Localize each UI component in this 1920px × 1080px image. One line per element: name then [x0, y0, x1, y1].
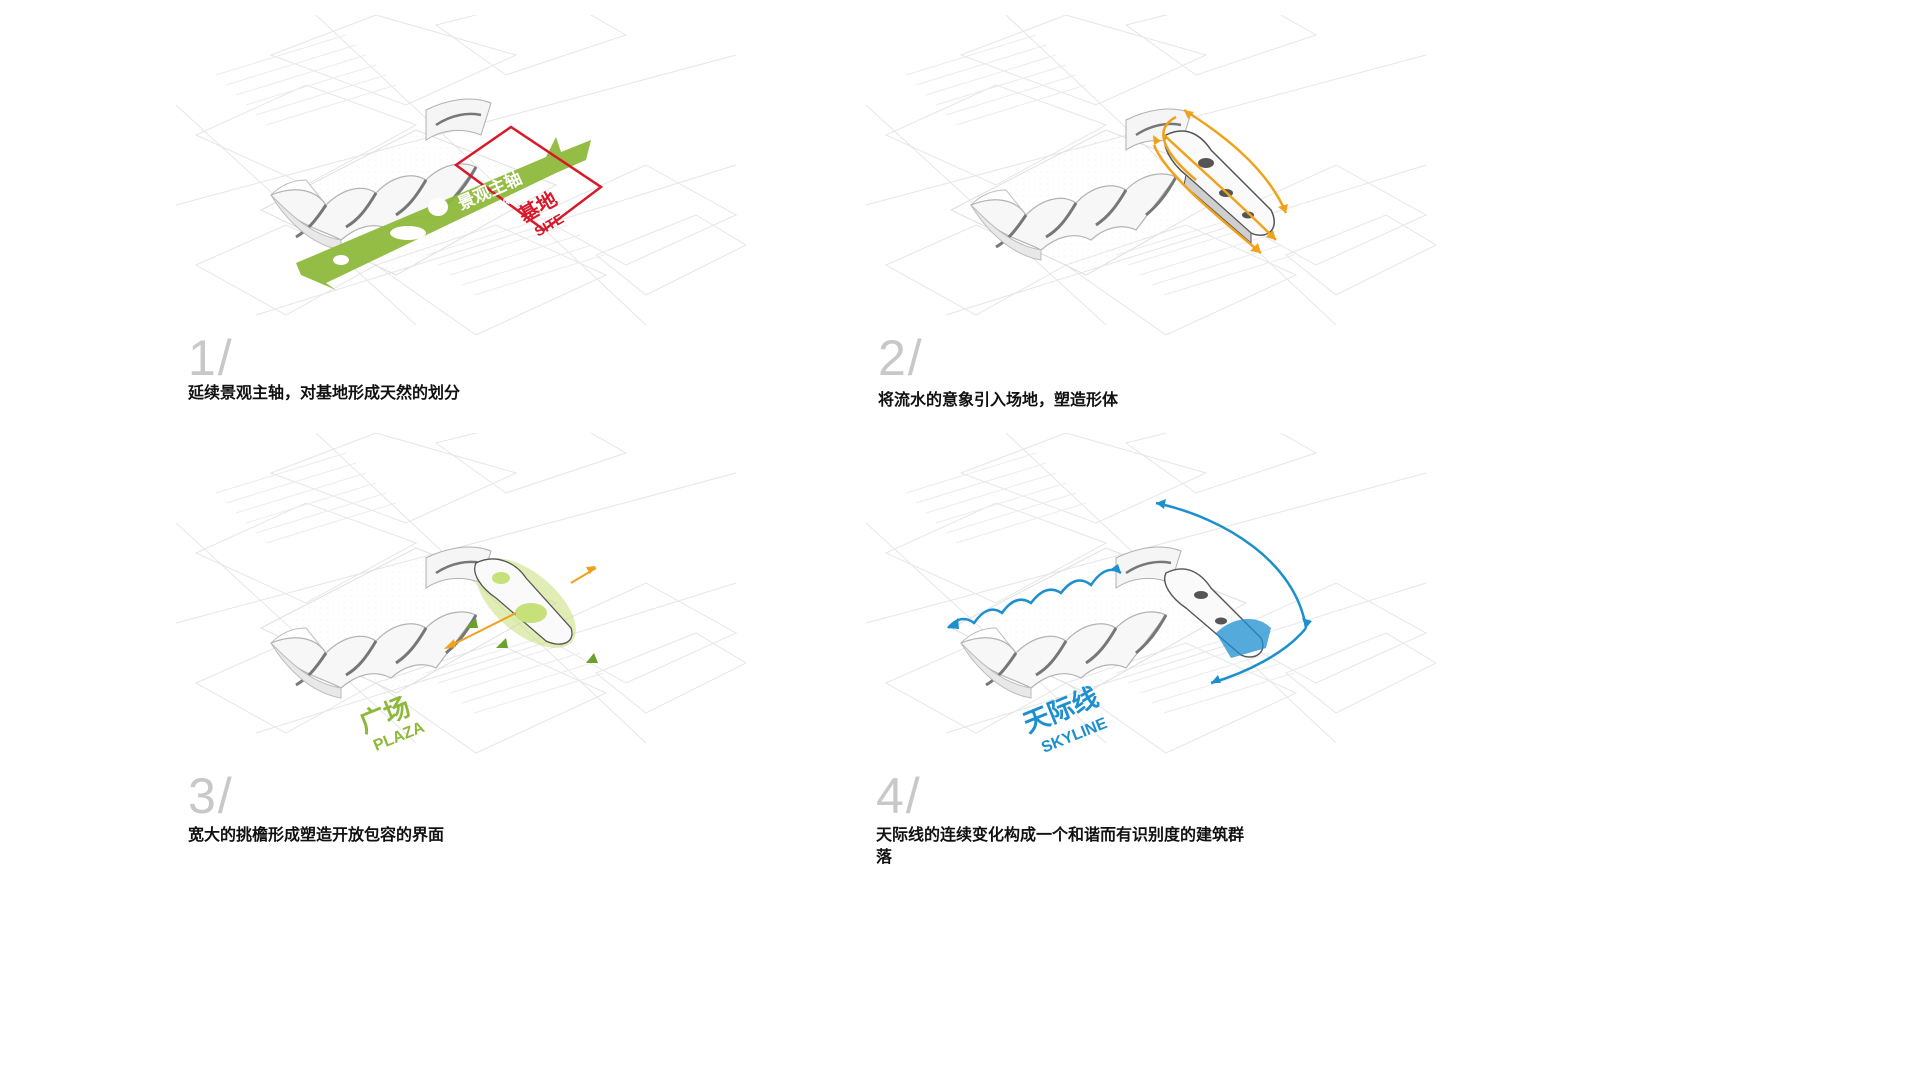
panel-number: 2/ — [878, 330, 924, 386]
site-outline — [453, 125, 604, 232]
panel-4: 天际线 SKYLINE 4/ 天际线的连续变化构成一个和谐而有识别度的建筑群 落 — [866, 433, 1436, 866]
panel-caption: 延续景观主轴，对基地形成天然的划分 — [188, 383, 461, 402]
diagram-3: 广场 PLAZA — [176, 433, 746, 755]
panel-2: 2/ 将流水的意象引入场地，塑造形体 — [866, 15, 1436, 410]
panel-3: 广场 PLAZA 3/ 宽大的挑檐形成塑造开放包容的界面 — [176, 433, 746, 844]
panel-number: 1/ — [188, 330, 234, 386]
diagram-4: 天际线 SKYLINE — [866, 433, 1436, 757]
diagram-1: 景观主轴 MAIN AXIS 基地 SITE — [176, 15, 746, 335]
skyline-tower — [1164, 568, 1271, 658]
skyline-arcs — [947, 501, 1308, 685]
main-axis-band — [296, 137, 591, 290]
diagram-2 — [866, 15, 1436, 335]
plaza-halo — [474, 558, 576, 648]
panel-1: 景观主轴 MAIN AXIS 基地 SITE 1/ 延续景观主轴，对基地形成天然… — [176, 15, 746, 410]
flow-building — [1164, 130, 1275, 245]
panel-number: 4/ — [876, 768, 922, 824]
plaza-arrows — [444, 566, 598, 663]
panel-caption: 将流水的意象引入场地，塑造形体 — [878, 390, 1119, 409]
panel-caption-line2: 落 — [876, 847, 893, 866]
panel-caption: 宽大的挑檐形成塑造开放包容的界面 — [188, 825, 445, 844]
panel-number: 3/ — [188, 768, 234, 824]
flow-arrows — [1152, 108, 1288, 254]
panel-caption-line1: 天际线的连续变化构成一个和谐而有识别度的建筑群 — [876, 825, 1245, 844]
